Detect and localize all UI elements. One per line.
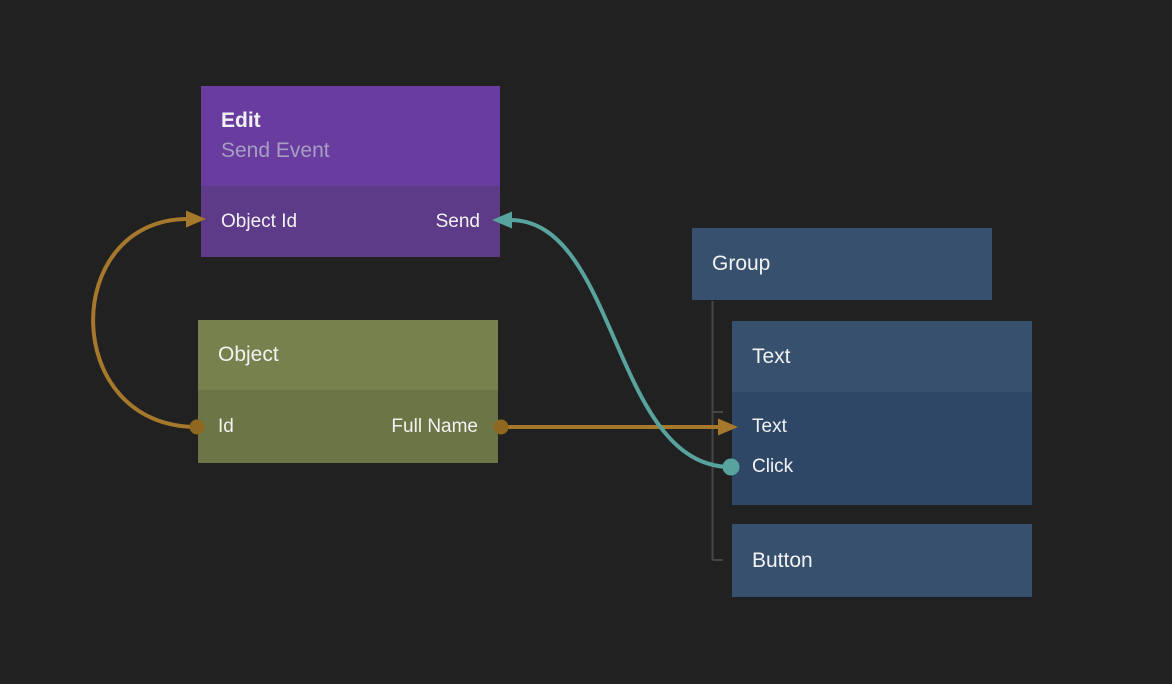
node-text-header: Text <box>732 321 1032 392</box>
node-text-ports: Text Click <box>732 392 1032 505</box>
node-group[interactable]: Group <box>692 228 992 300</box>
node-group-header: Group <box>692 228 992 300</box>
node-text-title: Text <box>752 344 791 368</box>
port-label-click[interactable]: Click <box>732 447 1032 487</box>
node-object[interactable]: Object Id Full Name <box>198 320 498 463</box>
wire-id-to-object-id[interactable] <box>91 217 199 429</box>
port-label-text[interactable]: Text <box>732 407 1032 447</box>
node-button[interactable]: Button <box>732 524 1032 597</box>
node-object-header: Object <box>198 320 498 390</box>
node-edit-header: Edit Send Event <box>201 86 500 186</box>
node-text[interactable]: Text Text Click <box>732 321 1032 505</box>
node-edit-ports-row: Object Id Send <box>201 186 500 257</box>
port-label-text-text: Text <box>752 416 787 437</box>
port-label-id[interactable]: Id <box>218 415 234 437</box>
node-button-title: Button <box>752 548 813 572</box>
port-label-send[interactable]: Send <box>435 210 480 232</box>
node-edit[interactable]: Edit Send Event Object Id Send <box>201 86 500 257</box>
node-edit-subtitle: Send Event <box>221 139 330 162</box>
port-label-click-text: Click <box>752 456 794 477</box>
node-edit-title: Edit <box>221 109 261 132</box>
group-tree-connector <box>711 301 723 561</box>
node-group-title: Group <box>712 252 771 275</box>
port-label-object-id[interactable]: Object Id <box>221 210 298 232</box>
node-object-ports-row: Id Full Name <box>198 390 498 463</box>
node-button-header: Button <box>732 524 1032 597</box>
port-label-full-name[interactable]: Full Name <box>391 415 478 437</box>
node-object-title: Object <box>218 343 279 366</box>
